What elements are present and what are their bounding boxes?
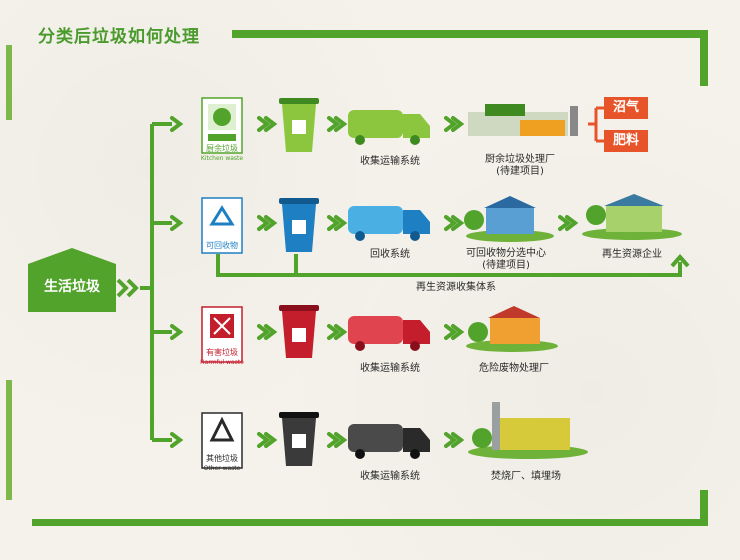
step-label-r1-plant: 厨余垃圾处理厂 [485,154,555,165]
hazardous-plant [466,306,558,352]
step-label-r3-transport: 收集运输系统 [360,363,420,374]
category-label-harmful: 有害垃圾 [206,348,238,357]
sorting-center [464,196,554,242]
step-label-r4-transport: 收集运输系统 [360,471,420,482]
black-bin [279,412,319,466]
recyclable-icon [201,197,243,254]
row-chevrons [170,116,579,448]
loop-label: 再生资源收集体系 [416,282,496,293]
step-label-r2-recycle: 回收系统 [370,249,410,260]
step-label-r2-pending: (待建项目) [482,260,530,271]
source-label: 生活垃圾 [44,279,100,295]
red-truck [348,316,430,351]
harmful-waste-icon [201,306,243,363]
recycling-enterprise [582,194,682,240]
category-en-other: Other waste [203,465,241,472]
category-en-harmful: Harmful waste [200,359,244,366]
category-en-kitchen: Kitchen waste [200,155,244,162]
page-title: 分类后垃圾如何处理 [38,27,200,47]
blue-truck [348,206,430,241]
black-truck [348,424,430,459]
step-label-r3-plant: 危险废物处理厂 [479,363,549,374]
step-label-r1-transport: 收集运输系统 [360,156,420,167]
red-bin [279,305,319,358]
output-fertilizer: 肥料 [612,133,639,148]
source-box [28,248,116,312]
recycle-loop [216,253,690,277]
green-truck [348,110,430,145]
step-label-r4-plant: 焚烧厂、填埋场 [491,471,561,482]
output-box-1 [604,97,648,119]
green-bin [279,98,319,152]
step-label-r1-pending: (待建项目) [496,166,544,177]
step-label-r2-sorting: 可回收物分选中心 [466,248,546,259]
output-box-2 [604,130,648,152]
tree-connector [140,122,172,442]
plant-branch [588,106,604,143]
blue-bin [279,198,319,252]
step-label-r2-enterprise: 再生资源企业 [602,249,662,260]
frame-lines [6,30,708,526]
kitchen-plant [468,104,578,136]
category-label-kitchen: 厨余垃圾 [206,144,238,153]
category-label-recyclable: 可回收物 [206,241,238,250]
category-label-other: 其他垃圾 [206,454,238,463]
other-waste-icon [201,412,243,469]
incineration-plant [468,402,588,459]
kitchen-waste-icon [201,97,243,154]
chevron-main [116,278,139,298]
output-biogas: 沼气 [612,100,639,115]
